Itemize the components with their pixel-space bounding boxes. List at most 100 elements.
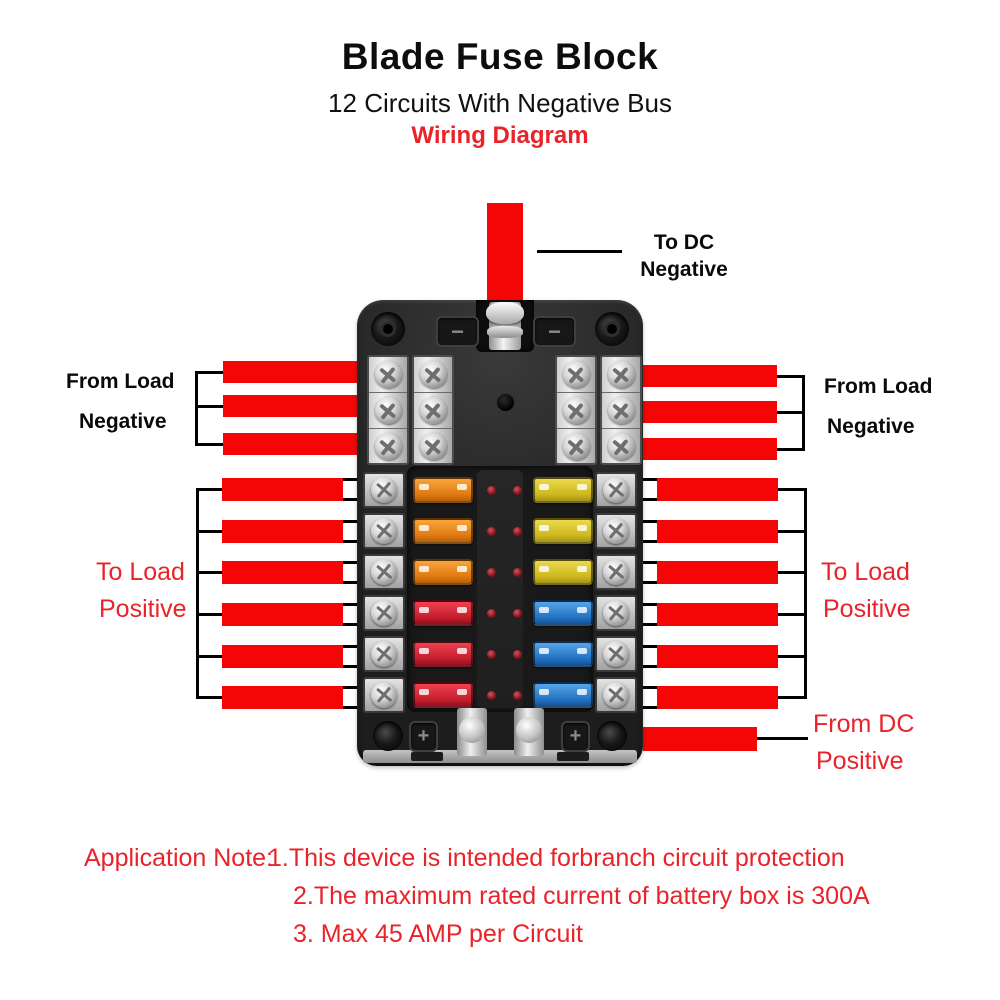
mounting-hole-bottom-left	[373, 721, 403, 751]
load-screw-cell-left	[363, 472, 405, 508]
load-screw-cell-left	[363, 554, 405, 590]
to-load-positive-wire-left	[222, 645, 343, 668]
from-load-negative-wire-right	[643, 365, 777, 387]
load-screw-terminal	[603, 559, 629, 585]
label-to-load-positive-left-2: Positive	[99, 595, 187, 623]
to-load-positive-wire-left	[222, 561, 343, 584]
bus-screw-terminal	[374, 361, 402, 388]
bracket-stub	[778, 655, 806, 658]
led-indicator	[513, 527, 522, 536]
load-screw-cell-right	[595, 677, 637, 713]
bus-screw-cell	[557, 429, 595, 464]
page-subtitle: 12 Circuits With Negative Bus	[328, 88, 672, 118]
bus-screw-terminal	[419, 433, 447, 460]
bus-screw-cell	[369, 429, 407, 464]
bus-screw-terminal	[419, 361, 447, 388]
plus-symbol-badge-right: +	[561, 721, 590, 752]
label-line: To DC	[653, 231, 715, 254]
bus-screw-terminal	[607, 433, 635, 460]
from-load-negative-wire-left	[223, 361, 357, 383]
led-indicator	[513, 486, 522, 495]
load-screw-terminal	[371, 559, 397, 585]
bracket-stub	[196, 571, 222, 574]
bus-screw-cell	[414, 357, 452, 393]
blade-fuse-yellow	[533, 518, 593, 544]
wire-connector	[643, 561, 657, 584]
bus-screw-terminal	[374, 433, 402, 460]
blade-fuse-yellow	[533, 559, 593, 585]
bus-screw-cell	[414, 429, 452, 464]
base-notch	[411, 752, 443, 761]
bracket-left-positive	[196, 488, 199, 699]
label-line: Negative	[640, 258, 728, 281]
bus-screw-terminal	[607, 397, 635, 424]
led-indicator	[487, 650, 496, 659]
bus-screw-cell	[602, 357, 640, 393]
from-load-negative-wire-left	[223, 395, 357, 417]
label-from-load-negative-left-1: From Load	[66, 370, 175, 393]
label-to-dc-negative: To DC Negative	[598, 229, 770, 283]
blade-fuse-red	[413, 682, 473, 708]
bracket-stub	[778, 696, 806, 699]
label-from-load-negative-left-2: Negative	[79, 410, 167, 433]
mounting-hole-top-left	[371, 312, 405, 346]
bus-screw-terminal	[419, 397, 447, 424]
negative-bus-column	[367, 355, 409, 465]
bracket-left-negative	[195, 371, 198, 446]
led-indicator	[513, 691, 522, 700]
load-screw-terminal	[603, 641, 629, 667]
bus-screw-terminal	[607, 361, 635, 388]
negative-bus-column	[555, 355, 597, 465]
load-screw-cell-right	[595, 513, 637, 549]
bracket-stub	[196, 655, 222, 658]
bracket-stub	[777, 411, 805, 414]
led-indicator	[487, 609, 496, 618]
load-screw-terminal	[603, 477, 629, 503]
to-load-positive-wire-right	[657, 603, 778, 626]
positive-terminal-stud-left	[457, 708, 487, 756]
load-screw-terminal	[371, 477, 397, 503]
bracket-right-positive	[804, 488, 807, 699]
bus-screw-cell	[369, 357, 407, 393]
wire-connector	[643, 520, 657, 543]
label-to-load-positive-left-1: To Load	[96, 558, 185, 586]
stud-washer	[487, 326, 523, 338]
pointer-line-to-dc-negative	[537, 250, 622, 253]
from-load-negative-wire-right	[643, 401, 777, 423]
blade-fuse-blue	[533, 600, 593, 626]
led-indicator	[487, 568, 496, 577]
base-notch	[557, 752, 589, 761]
to-load-positive-wire-left	[222, 603, 343, 626]
diagram-heading: Wiring Diagram	[411, 122, 589, 149]
load-screw-cell-left	[363, 677, 405, 713]
load-screw-terminal	[371, 518, 397, 544]
wire-connector	[343, 561, 357, 584]
bus-screw-cell	[557, 393, 595, 429]
bus-screw-cell	[602, 429, 640, 464]
bracket-stub	[195, 405, 223, 408]
blade-fuse-orange	[413, 559, 473, 585]
hole-pin	[607, 324, 617, 334]
minus-icon: −	[548, 318, 561, 344]
to-load-positive-wire-right	[657, 645, 778, 668]
plus-icon: +	[569, 725, 582, 747]
to-load-positive-wire-left	[222, 520, 343, 543]
note-item-3: 3. Max 45 AMP per Circuit	[293, 920, 583, 948]
minus-symbol-badge-left: −	[436, 316, 479, 347]
wire-connector	[343, 603, 357, 626]
to-load-positive-wire-left	[222, 478, 343, 501]
to-load-positive-wire-right	[657, 478, 778, 501]
dc-positive-wire	[643, 727, 757, 751]
bus-screw-terminal	[562, 433, 590, 460]
load-screw-terminal	[603, 600, 629, 626]
load-screw-terminal	[603, 518, 629, 544]
load-screw-cell-left	[363, 595, 405, 631]
led-indicator	[487, 527, 496, 536]
mounting-hole-top-right	[595, 312, 629, 346]
bracket-stub	[196, 613, 222, 616]
blade-fuse-blue	[533, 682, 593, 708]
minus-icon: −	[451, 318, 464, 344]
bracket-stub	[778, 571, 806, 574]
load-screw-cell-left	[363, 513, 405, 549]
negative-stud-recess	[476, 300, 534, 352]
